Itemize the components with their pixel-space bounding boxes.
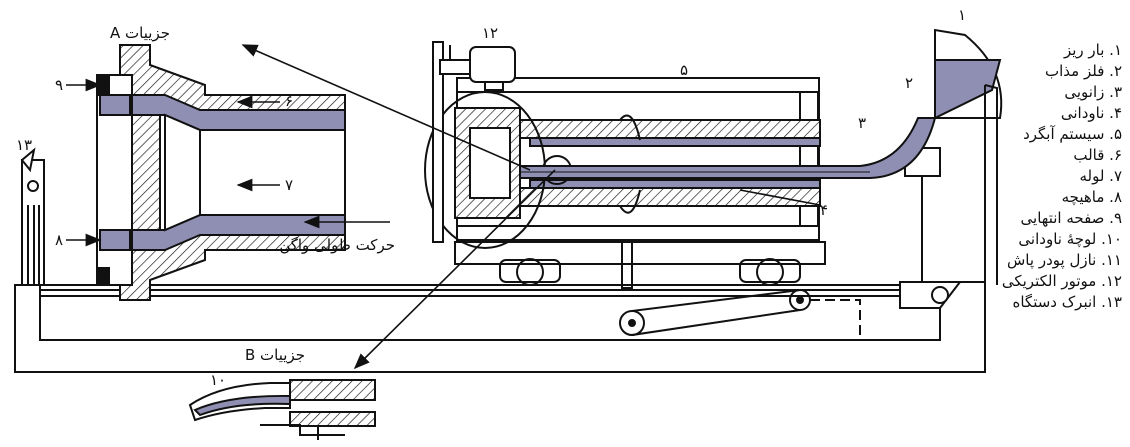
label-n9: ۹ xyxy=(55,76,63,94)
drive-motor xyxy=(432,41,516,243)
label-n5: ۵ xyxy=(680,61,688,79)
legend-item: ۷. لوله xyxy=(1079,167,1122,185)
mould-assembly xyxy=(424,77,821,249)
label-n7: ۷ xyxy=(285,176,293,194)
label-detail-b: جزییات B xyxy=(245,346,305,364)
pouring-trough xyxy=(519,117,937,179)
label-n4: ۴ xyxy=(820,201,828,219)
legend-item: ۱۰. لوچهٔ ناودانی xyxy=(1018,230,1122,248)
diagram-labels: جزییات A جزییات B حرکت طولی واگن ۱ ۲ ۳ ۴… xyxy=(16,6,966,389)
label-n2: ۲ xyxy=(905,74,913,92)
legend-item: ۴. ناودانی xyxy=(1060,104,1122,122)
legend-item: ۱. بار ریز xyxy=(1063,41,1122,59)
label-n10: ۱۰ xyxy=(210,371,226,389)
label-n1: ۱ xyxy=(958,6,966,24)
legend-item: ۱۲. موتور الکتریکی xyxy=(1001,272,1122,290)
legend-item: ۶. قالب xyxy=(1073,146,1122,164)
ladle xyxy=(904,28,1003,309)
legend-item: ۱۱. نازل پودر پاش xyxy=(1007,251,1122,269)
label-n3: ۳ xyxy=(858,114,866,132)
leader-lines xyxy=(66,44,821,370)
label-wagon-motion: حرکت طولی واگن xyxy=(279,236,395,254)
label-n13: ۱۳ xyxy=(16,136,32,154)
detail-b xyxy=(188,379,376,440)
legend-item: ۳. زانویی xyxy=(1064,83,1122,101)
label-n6: ۶ xyxy=(285,92,293,110)
legend-item: ۵. سیستم آبگرد xyxy=(1023,125,1122,143)
legend-item: ۲. فلز مذاب xyxy=(1045,62,1122,80)
legend-item: ۹. صفحه انتهایی xyxy=(1020,209,1122,227)
label-n12: ۱۲ xyxy=(482,24,498,42)
parts-legend: ۱. بار ریز ۲. فلز مذاب ۳. زانویی ۴. ناود… xyxy=(1002,40,1122,313)
label-n8: ۸ xyxy=(55,231,63,249)
machine-base xyxy=(14,281,986,373)
legend-item: ۱۳. انبرک دستگاه xyxy=(1012,293,1123,311)
machine-clamp xyxy=(20,147,45,286)
detail-a xyxy=(96,44,346,301)
label-detail-a: جزییات A xyxy=(110,24,170,42)
legend-item: ۸. ماهیچه xyxy=(1061,188,1122,206)
